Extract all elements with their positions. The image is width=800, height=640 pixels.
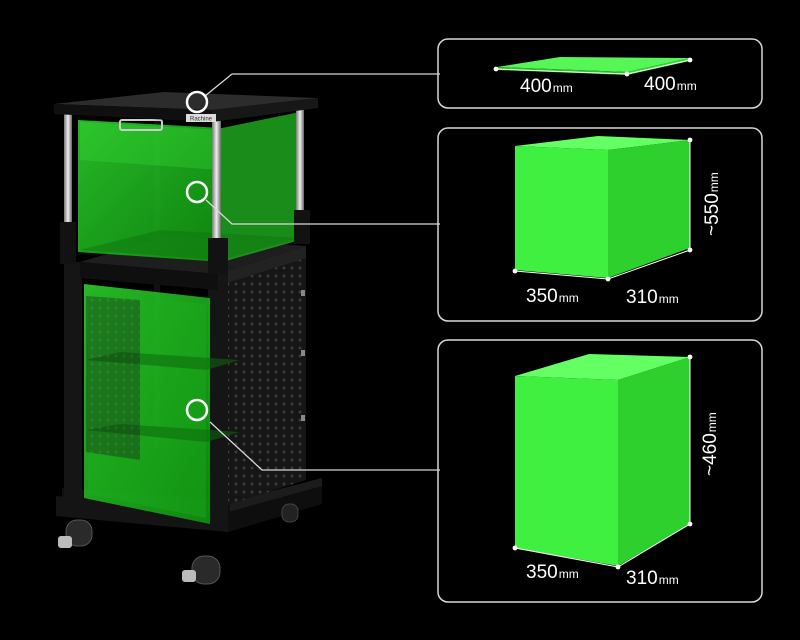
upper-width-label: 350mm — [526, 286, 579, 307]
lower-chamber-panel — [437, 339, 763, 603]
lower-height-label: ~460mm — [700, 412, 721, 476]
chrome-column — [296, 106, 304, 216]
brand-plate: Rachine — [186, 114, 216, 123]
chrome-column — [64, 114, 72, 228]
upper-chamber-panel — [437, 127, 763, 322]
lower-chamber-cube — [512, 354, 693, 570]
enclosure-cabinet: Rachine — [54, 92, 322, 585]
lower-depth-label: 310mm — [626, 568, 679, 589]
callout-marker-upper — [185, 180, 209, 204]
svg-text:Rachine: Rachine — [190, 117, 213, 123]
perforated-side-panel — [218, 246, 306, 508]
top-plate-depth-label: 400mm — [644, 74, 697, 95]
caster-wheel — [281, 503, 299, 523]
callout-leader-lines — [204, 73, 440, 471]
top-plate-illustration — [493, 57, 693, 77]
upper-depth-label: 310mm — [626, 287, 679, 308]
left-front-post — [64, 262, 82, 500]
top-plate-panel — [437, 38, 763, 109]
caster-wheel — [182, 555, 221, 585]
caster-wheel — [58, 519, 93, 548]
right-front-post — [208, 270, 228, 520]
upper-glass-front — [78, 120, 222, 262]
chrome-column — [212, 120, 221, 244]
lower-width-label: 350mm — [526, 562, 579, 583]
top-plate-width-label: 400mm — [520, 76, 573, 97]
callout-marker-lower — [185, 398, 209, 422]
upper-chamber-cube — [512, 136, 693, 282]
door-handle — [119, 119, 163, 131]
callout-marker-top — [185, 90, 209, 114]
upper-height-label: ~550mm — [702, 172, 723, 236]
